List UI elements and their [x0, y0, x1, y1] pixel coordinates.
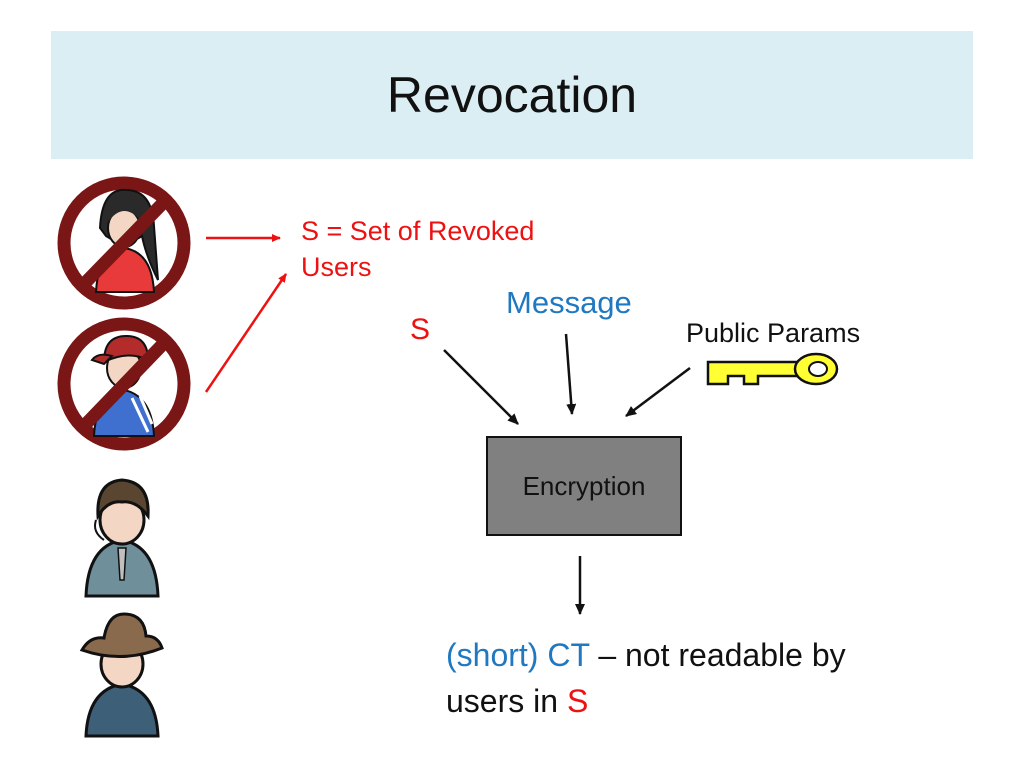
title-band: Revocation — [51, 31, 973, 159]
arrow-params-to-encryption — [625, 367, 691, 417]
key-icon — [706, 352, 839, 386]
encryption-box: Encryption — [486, 436, 682, 536]
encryption-label: Encryption — [522, 470, 646, 501]
message-input-label: Message — [506, 285, 632, 320]
arrow-s-to-encryption — [443, 349, 519, 425]
arrow-revoked2-to-note — [204, 273, 288, 393]
public-params-label: Public Params — [686, 318, 861, 348]
revoked-set-note: S = Set of Revoked Users — [301, 216, 535, 282]
user-icon — [84, 478, 160, 598]
revoked-user-cap-icon — [57, 317, 191, 451]
page-title: Revocation — [386, 67, 638, 123]
revoked-user-female-icon — [57, 176, 191, 310]
ciphertext-description: (short) CT – not readable by users in S — [446, 632, 886, 724]
s-input-label: S — [410, 313, 431, 346]
ciphertext-label: (short) CT — [446, 637, 590, 673]
arrow-message-to-encryption — [564, 333, 577, 415]
ciphertext-s-label: S — [566, 683, 589, 719]
ciphertext-note: – not readable by users in — [446, 637, 846, 719]
user-hat-icon — [79, 612, 164, 738]
